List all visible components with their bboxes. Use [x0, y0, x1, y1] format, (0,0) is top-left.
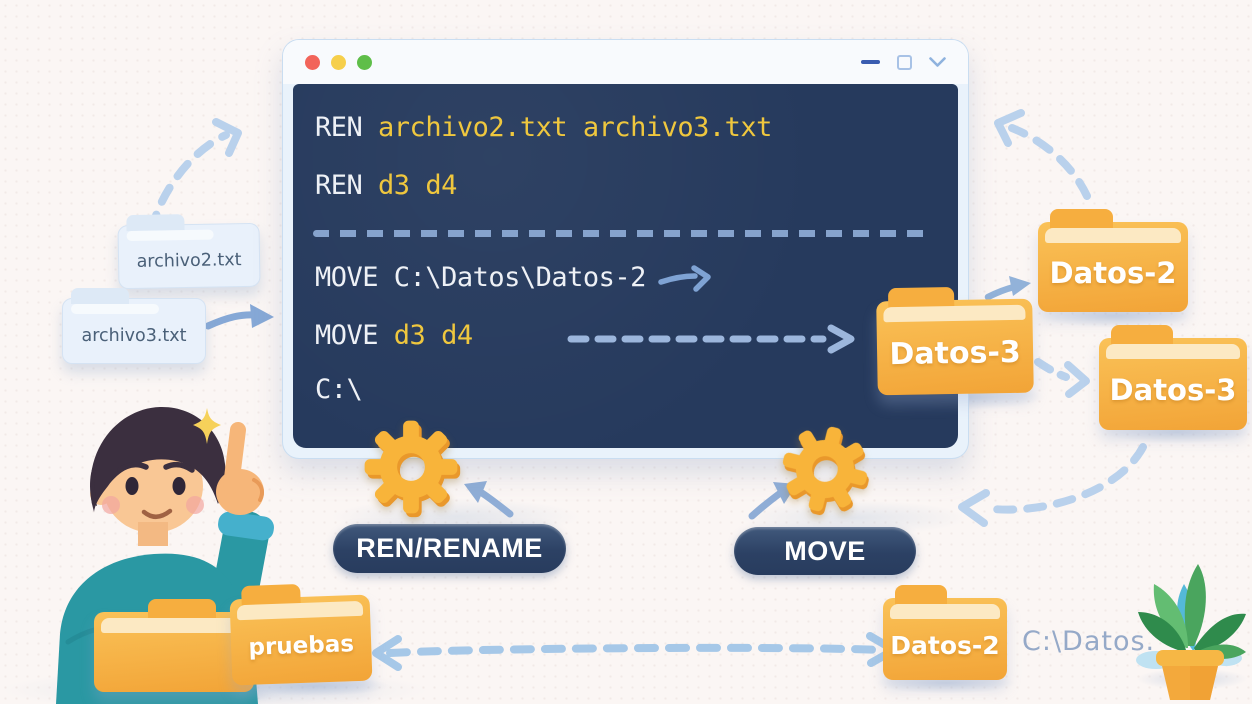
command-text: REN — [315, 112, 363, 143]
solid-arrow-file-to-window — [204, 304, 274, 330]
terminal-screen: REN archivo2.txt archivo3.txt REN d3 d4 … — [293, 84, 958, 448]
maximize-icon[interactable] — [897, 54, 912, 70]
file-label: archivo3.txt — [81, 326, 187, 346]
folder-label: Datos-3 — [1109, 373, 1237, 407]
argument-text: d3 d4 — [393, 320, 473, 351]
right-arrow-icon — [658, 264, 711, 292]
folder-datos3-target: Datos-3 — [1099, 325, 1247, 430]
chevron-down-icon[interactable] — [929, 56, 946, 68]
window-titlebar — [283, 40, 968, 84]
command-text: MOVE — [315, 320, 379, 351]
folder-unnamed — [94, 599, 254, 692]
argument-text: d3 d4 — [378, 170, 457, 201]
ren-rename-pill[interactable]: REN/RENAME — [333, 524, 566, 573]
move-pill[interactable]: MOVE — [734, 527, 916, 575]
folder-datos2-top: Datos-2 — [1038, 209, 1188, 312]
terminal-line-move-path: MOVE C:\Datos\Datos-2 — [315, 262, 714, 293]
file-archivo2: archivo2.txt — [117, 222, 261, 290]
dashed-arrow-datos3-to-move — [958, 443, 1147, 527]
gear-icon — [364, 420, 461, 518]
dashed-right-arrow-icon — [567, 324, 855, 354]
folder-datos2-bottom: Datos-2 — [883, 585, 1007, 680]
folder-label: Datos-3 — [889, 334, 1022, 372]
folder-pruebas: pruebas — [229, 594, 373, 686]
person-illustration — [56, 406, 274, 704]
gear-icon — [782, 426, 869, 516]
folder-label: Datos-2 — [890, 630, 1000, 660]
argument-text: archivo2.txt archivo3.txt — [378, 112, 772, 143]
terminal-line-move-dirs: MOVE d3 d4 — [315, 320, 473, 351]
minimize-icon[interactable] — [861, 60, 880, 64]
path-text: C:\Datos\Datos-2 — [393, 262, 647, 293]
minimize-traffic-light-icon[interactable] — [331, 54, 346, 70]
pill-label: MOVE — [784, 535, 866, 566]
pill-label: REN/RENAME — [356, 533, 543, 563]
plant-illustration — [1136, 564, 1246, 700]
dashed-separator — [313, 230, 931, 237]
path-caption: C:\Datos. — [1022, 626, 1156, 657]
folder-label: Datos-2 — [1049, 256, 1177, 290]
dashed-arrow-datos3-to-datos3 — [1034, 358, 1090, 398]
folder-label: pruebas — [248, 631, 355, 661]
file-label: archivo2.txt — [136, 250, 242, 272]
dashed-double-arrow-pruebas-datos2 — [372, 632, 898, 671]
terminal-line-prompt: C:\ — [315, 374, 363, 405]
solid-arrow-to-datos2 — [984, 276, 1031, 301]
command-text: MOVE — [315, 262, 379, 293]
window-controls — [861, 54, 946, 70]
sparkle-icon — [193, 408, 221, 444]
folder-datos3-source: Datos-3 — [876, 298, 1034, 396]
command-text: REN — [315, 170, 363, 201]
close-traffic-light-icon[interactable] — [305, 54, 320, 70]
dashed-arrow-window-to-datos2 — [994, 109, 1091, 200]
terminal-line-ren-files: REN archivo2.txt archivo3.txt — [315, 112, 772, 143]
terminal-line-ren-dirs: REN d3 d4 — [315, 170, 457, 201]
terminal-window: REN archivo2.txt archivo3.txt REN d3 d4 … — [283, 40, 968, 458]
command-text: C:\ — [315, 374, 363, 405]
file-archivo3: archivo3.txt — [62, 288, 206, 364]
maximize-traffic-light-icon[interactable] — [357, 54, 372, 70]
